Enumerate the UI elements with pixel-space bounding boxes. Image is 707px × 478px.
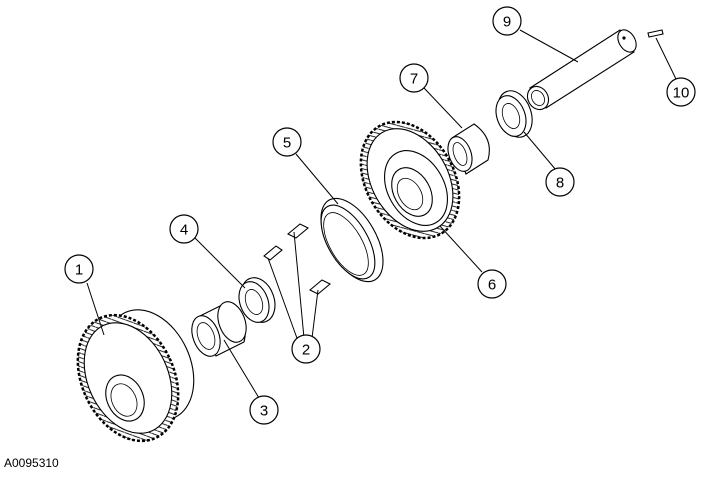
figure-reference-id: A0095310 — [4, 456, 59, 470]
callout-9: 9 — [492, 6, 522, 36]
part-3-needle-bearing — [191, 301, 247, 357]
part-2-inserts — [263, 223, 331, 295]
callout-6: 6 — [477, 269, 507, 299]
part-4-washer — [238, 277, 276, 323]
callout-2: 2 — [291, 334, 321, 364]
part-10-pin — [647, 29, 664, 38]
part-1-gear — [76, 309, 195, 443]
svg-text:5: 5 — [283, 135, 291, 152]
part-5-sync-ring — [320, 197, 384, 283]
callout-1: 1 — [64, 254, 94, 284]
callout-3: 3 — [249, 395, 279, 425]
callout-10: 10 — [666, 77, 696, 107]
part-9-shaft — [526, 29, 637, 111]
part-7-needle-bearing — [447, 123, 490, 175]
leader-lines — [86, 29, 677, 399]
svg-text:7: 7 — [410, 71, 418, 88]
svg-text:4: 4 — [180, 222, 188, 239]
callout-4: 4 — [169, 214, 199, 244]
part-8-washer — [495, 90, 533, 138]
callout-5: 5 — [272, 127, 302, 157]
svg-text:2: 2 — [302, 342, 310, 359]
svg-text:6: 6 — [488, 277, 496, 294]
part-6-gear — [359, 120, 461, 240]
svg-text:9: 9 — [503, 14, 511, 31]
callout-8: 8 — [545, 167, 575, 197]
svg-text:3: 3 — [260, 403, 268, 420]
callout-7: 7 — [399, 63, 429, 93]
svg-text:8: 8 — [556, 175, 564, 192]
callouts: 1 2 3 4 5 6 7 8 9 10 — [64, 6, 696, 425]
svg-text:1: 1 — [75, 262, 83, 279]
svg-text:10: 10 — [673, 85, 690, 102]
